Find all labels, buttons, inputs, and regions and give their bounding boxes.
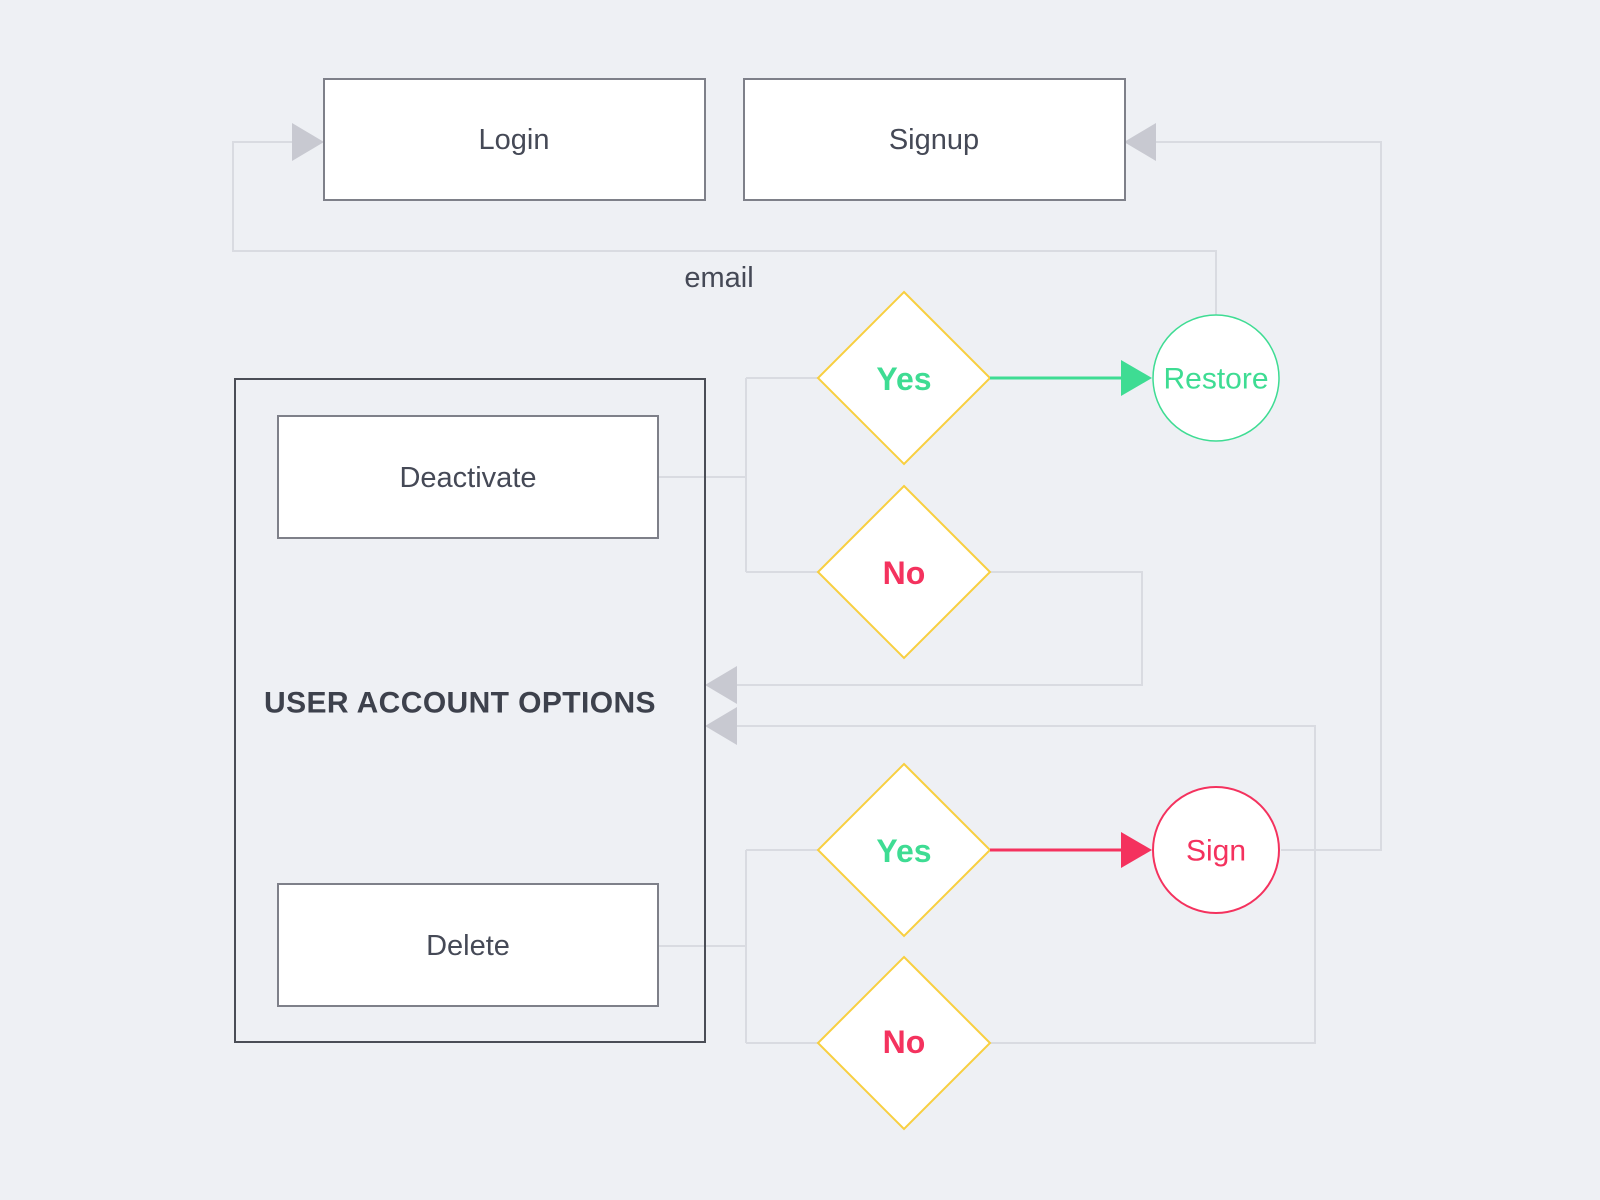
edge-sign-to-signup bbox=[1154, 141, 1382, 851]
no-deactivate-diamond bbox=[816, 484, 992, 660]
sign-label: Sign bbox=[1186, 835, 1246, 868]
delete-node bbox=[277, 883, 659, 1007]
deactivate-label: Deactivate bbox=[399, 462, 536, 494]
sign-node bbox=[1152, 786, 1280, 914]
yes-delete-label: Yes bbox=[876, 833, 931, 869]
restore-label: Restore bbox=[1163, 363, 1268, 396]
email-edge-label: email bbox=[684, 262, 753, 294]
delete-label: Delete bbox=[426, 930, 510, 962]
login-node bbox=[323, 78, 706, 201]
signup-node bbox=[743, 78, 1126, 201]
arrowhead-into-sign-icon bbox=[1121, 832, 1152, 868]
login-label: Login bbox=[479, 124, 550, 156]
deactivate-node bbox=[277, 415, 659, 539]
yes-deactivate-label: Yes bbox=[876, 361, 931, 397]
restore-node bbox=[1152, 314, 1280, 442]
no-deactivate-label: No bbox=[883, 555, 926, 591]
edge-no-deactivate-loop bbox=[735, 571, 1143, 686]
arrowhead-into-login-icon bbox=[292, 123, 324, 161]
arrowhead-into-container-upper-icon bbox=[705, 666, 737, 704]
user-account-options-container bbox=[234, 378, 706, 1043]
edge-restore-to-login bbox=[232, 141, 1217, 316]
no-delete-label: No bbox=[883, 1024, 926, 1060]
yes-delete-diamond bbox=[816, 762, 992, 938]
arrowhead-into-container-lower-icon bbox=[705, 707, 737, 745]
yes-deactivate-diamond bbox=[816, 290, 992, 466]
arrowhead-into-signup-icon bbox=[1124, 123, 1156, 161]
edge-deactivate-to-decision bbox=[658, 377, 819, 573]
signup-label: Signup bbox=[889, 124, 979, 156]
no-delete-diamond bbox=[816, 955, 992, 1131]
user-account-options-label: USER ACCOUNT OPTIONS bbox=[264, 687, 656, 720]
arrowhead-into-restore-icon bbox=[1121, 360, 1152, 396]
edge-delete-to-decision bbox=[658, 849, 819, 1044]
edge-no-delete-loop bbox=[735, 725, 1316, 1044]
